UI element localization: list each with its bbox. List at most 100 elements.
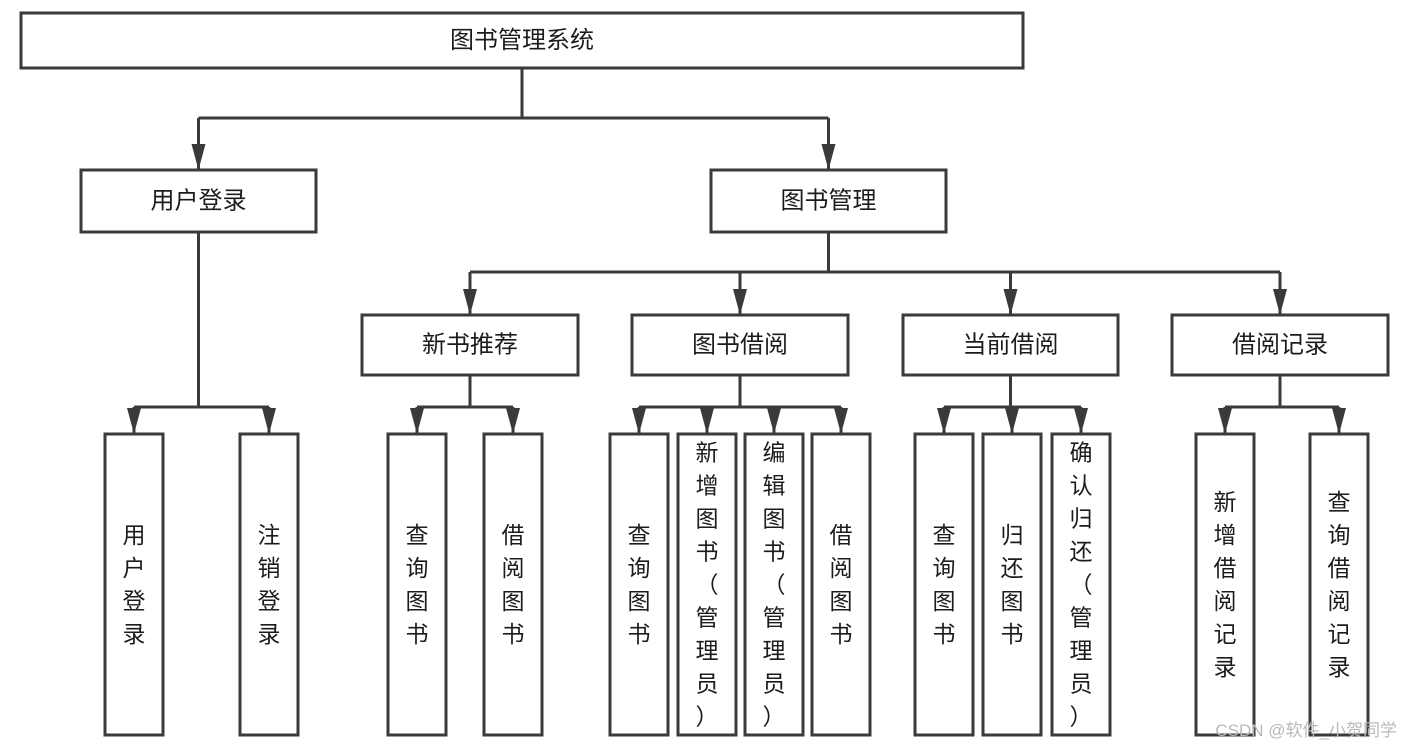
- csdn-watermark: CSDN @软件_小贺同学: [1215, 721, 1397, 740]
- svg-text:借: 借: [1214, 555, 1237, 581]
- svg-text:书: 书: [628, 621, 651, 647]
- svg-text:图: 图: [502, 588, 525, 614]
- connector-layer: [127, 68, 1346, 434]
- node-box-leaf-return-book[interactable]: [981, 432, 1043, 737]
- svg-text:登: 登: [123, 588, 146, 614]
- svg-text:注: 注: [258, 522, 281, 548]
- svg-text:图: 图: [763, 506, 786, 532]
- node-box-leaf-confirm-return[interactable]: [1050, 432, 1112, 737]
- svg-text:登: 登: [258, 588, 281, 614]
- node-box-current-borrow[interactable]: [901, 313, 1120, 377]
- node-box-leaf-edit-book[interactable]: [743, 432, 805, 737]
- svg-text:确: 确: [1070, 440, 1093, 466]
- svg-text:查: 查: [628, 522, 651, 548]
- node-box-leaf-user-login[interactable]: [103, 432, 165, 737]
- arrowhead-icon: [262, 408, 276, 434]
- node-box-leaf-add-record[interactable]: [1194, 432, 1256, 737]
- svg-text:查: 查: [1328, 489, 1351, 515]
- node-box-user-login[interactable]: [79, 168, 318, 234]
- svg-text:图: 图: [830, 588, 853, 614]
- svg-text:增: 增: [696, 473, 719, 499]
- svg-text:用: 用: [123, 522, 146, 548]
- svg-text:询: 询: [933, 555, 956, 581]
- svg-text:还: 还: [1070, 539, 1093, 565]
- svg-text:书: 书: [933, 621, 956, 647]
- svg-text:员: 员: [1070, 671, 1093, 697]
- arrowhead-icon: [1218, 408, 1232, 434]
- arrowhead-icon: [767, 408, 781, 434]
- svg-text:借: 借: [830, 522, 853, 548]
- svg-text:归: 归: [1070, 506, 1093, 532]
- svg-text:编: 编: [763, 440, 786, 466]
- arrowhead-icon: [1003, 289, 1018, 315]
- svg-text:书: 书: [502, 621, 525, 647]
- svg-text:员: 员: [763, 671, 786, 697]
- arrowhead-icon: [821, 144, 836, 170]
- node-box-borrow-record[interactable]: [1170, 313, 1390, 377]
- arrowhead-icon: [127, 408, 141, 434]
- arrowhead-icon: [410, 408, 424, 434]
- svg-text:询: 询: [406, 555, 429, 581]
- svg-text:（: （: [1070, 572, 1093, 598]
- node-label-leaf-user-login: 用户登录: [123, 522, 146, 647]
- svg-text:理: 理: [763, 638, 786, 664]
- arrowhead-icon: [191, 144, 206, 170]
- node-box-leaf-query-book-2[interactable]: [608, 432, 670, 737]
- node-box-leaf-query-book-3[interactable]: [913, 432, 975, 737]
- svg-text:图: 图: [696, 506, 719, 532]
- node-box-book-manage[interactable]: [709, 168, 948, 234]
- svg-text:新: 新: [1214, 489, 1237, 515]
- arrowhead-icon: [700, 408, 714, 434]
- arrowhead-icon: [1273, 289, 1287, 315]
- svg-text:录: 录: [1214, 654, 1237, 680]
- node-box-new-book-recommend[interactable]: [360, 313, 580, 377]
- node-box-leaf-borrow-book-2[interactable]: [810, 432, 872, 737]
- node-box-leaf-query-record[interactable]: [1308, 432, 1370, 737]
- svg-text:记: 记: [1328, 621, 1351, 647]
- svg-text:书: 书: [763, 539, 786, 565]
- node-box-leaf-borrow-book-1[interactable]: [482, 432, 544, 737]
- node-label-borrow-record: 借阅记录: [1232, 331, 1328, 358]
- svg-text:认: 认: [1070, 473, 1093, 499]
- svg-text:录: 录: [1328, 654, 1351, 680]
- svg-text:销: 销: [258, 555, 281, 581]
- node-box-book-borrow[interactable]: [630, 313, 850, 377]
- svg-text:阅: 阅: [502, 555, 525, 581]
- svg-text:归: 归: [1001, 522, 1024, 548]
- svg-text:管: 管: [696, 605, 719, 631]
- node-box-layer: [19, 11, 1390, 737]
- svg-text:书: 书: [830, 621, 853, 647]
- node-root-box[interactable]: [19, 11, 1025, 70]
- node-box-leaf-add-book[interactable]: [676, 432, 738, 737]
- arrowhead-icon: [463, 289, 477, 315]
- svg-text:记: 记: [1214, 621, 1237, 647]
- node-box-leaf-query-book-1[interactable]: [386, 432, 448, 737]
- svg-text:管: 管: [1070, 605, 1093, 631]
- node-box-leaf-user-logout[interactable]: [238, 432, 300, 737]
- svg-text:户: 户: [123, 555, 146, 581]
- node-label-current-borrow: 当前借阅: [963, 331, 1059, 358]
- svg-text:增: 增: [1214, 522, 1237, 548]
- arrowhead-icon: [1074, 408, 1088, 434]
- arrowhead-icon: [1005, 408, 1019, 434]
- arrowhead-icon: [937, 408, 951, 434]
- svg-text:）: ）: [696, 704, 719, 730]
- svg-text:理: 理: [696, 638, 719, 664]
- svg-text:图: 图: [933, 588, 956, 614]
- svg-text:书: 书: [696, 539, 719, 565]
- node-root-label: 图书管理系统: [450, 27, 594, 54]
- node-label-new-book-recommend: 新书推荐: [422, 331, 518, 358]
- node-label-layer: 图书管理系统用户登录图书管理新书推荐图书借阅当前借阅借阅记录用户登录注销登录查询…: [123, 27, 1351, 730]
- node-label-book-borrow: 图书借阅: [692, 331, 788, 358]
